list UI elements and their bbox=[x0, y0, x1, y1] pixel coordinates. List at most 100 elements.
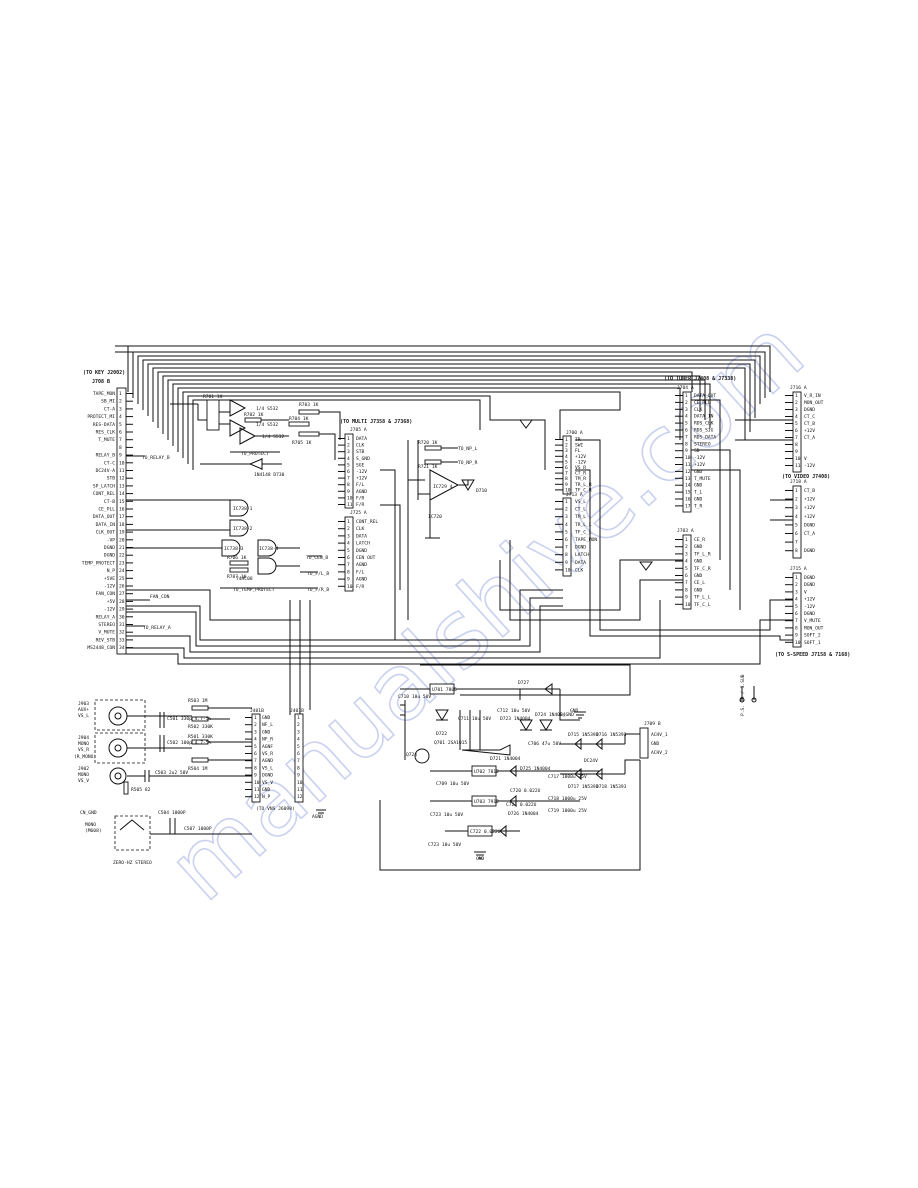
j700-pin-label: TR_L_R bbox=[575, 482, 592, 488]
j708-title: J708 B bbox=[92, 379, 110, 385]
svg-text:1/4 S532: 1/4 S532 bbox=[256, 422, 278, 428]
j704-pin-number: 16 bbox=[685, 497, 691, 503]
j704-pin-number: 3 bbox=[685, 407, 688, 413]
ac-pin-label: ACHV_2 bbox=[651, 750, 668, 756]
j700-pin-number: 1 bbox=[565, 437, 568, 443]
svg-text:IC738-1: IC738-1 bbox=[233, 506, 253, 512]
j718-pin-label: +12V bbox=[804, 505, 815, 511]
svg-text:D725 1N4004: D725 1N4004 bbox=[520, 766, 551, 772]
j716-pin-label: +12V bbox=[804, 428, 815, 434]
svg-text:R505 82: R505 82 bbox=[131, 787, 151, 793]
svg-text:D721 1N4004: D721 1N4004 bbox=[490, 756, 521, 762]
j401-pin-label: AGNF bbox=[262, 744, 273, 750]
j704-pin-number: 14 bbox=[685, 483, 691, 489]
j725-pin-number: 5 bbox=[347, 548, 350, 554]
j716-pin-label: -12V bbox=[804, 463, 815, 469]
j705-pin-number: 4 bbox=[347, 456, 350, 462]
j401-pin-label: GND bbox=[262, 729, 271, 735]
j708-pin-number: 32 bbox=[119, 630, 125, 636]
j713-pin-number: 9 bbox=[565, 560, 568, 566]
j725-pin-number: 4 bbox=[347, 541, 350, 547]
ic738-gates: IC738-1 IC738-2 IC738-3 IC738-4 74HC08 R… bbox=[126, 499, 329, 631]
j401b-pin-number: 7 bbox=[297, 758, 300, 764]
j705-pin-label: STB bbox=[356, 449, 365, 455]
j716-pin-number: 2 bbox=[795, 400, 798, 406]
j700-pin-number: 3 bbox=[565, 448, 568, 454]
svg-text:D710: D710 bbox=[476, 488, 487, 494]
j713-pin-label: TM_L bbox=[575, 514, 586, 520]
svg-text:R721 1K: R721 1K bbox=[418, 464, 438, 470]
svg-text:J902: J902 bbox=[78, 766, 89, 772]
j713-pin-label: TR_L_L bbox=[575, 522, 592, 528]
j708-pin-number: 8 bbox=[119, 445, 122, 451]
svg-text:R501 330K: R501 330K bbox=[188, 734, 213, 740]
j716-pin-label: CT_A bbox=[804, 435, 815, 441]
j715-pin-number: 3 bbox=[795, 589, 798, 595]
j401b-pin-number: 1 bbox=[297, 715, 300, 721]
j713-pin-number: 1 bbox=[565, 499, 568, 505]
j718-pin-number: 1 bbox=[795, 488, 798, 494]
j708-pin-number: 6 bbox=[119, 430, 122, 436]
j708-pin-number: 22 bbox=[119, 553, 125, 559]
j401-pin-number: 12 bbox=[254, 794, 260, 800]
j401b-pin-number: 3 bbox=[297, 729, 300, 735]
j401-pin-label: N_P bbox=[262, 794, 271, 800]
j401b-pin-number: 4 bbox=[297, 737, 300, 743]
j705-pin-number: 8 bbox=[347, 482, 350, 488]
svg-text:C709 10u 50V: C709 10u 50V bbox=[436, 781, 469, 787]
j704-pin-number: 13 bbox=[685, 476, 691, 482]
j700-pin-number: 10 bbox=[565, 487, 571, 493]
j705-pin-number: 9 bbox=[347, 489, 350, 495]
svg-text:C717 1000u 35V: C717 1000u 35V bbox=[548, 774, 587, 780]
j704-pin-number: 9 bbox=[685, 448, 688, 454]
j705-pin-label: S_GND bbox=[356, 456, 370, 462]
j725-pin-label: F/L bbox=[356, 569, 365, 575]
svg-text:J903: J903 bbox=[78, 701, 89, 707]
j708-pin-label: DGND bbox=[104, 545, 115, 551]
j725-pin-label: DGND bbox=[356, 548, 367, 554]
header-to-key: (TO KEY J2002) bbox=[83, 370, 125, 376]
j713-pin-number: 10 bbox=[565, 567, 571, 573]
wire-bundle-top bbox=[115, 345, 771, 470]
j703-pin-number: 6 bbox=[685, 573, 688, 579]
j704-pin-number: 17 bbox=[685, 503, 691, 509]
header-to-sspeed: (TO S-SPEED J7158 & 7168) bbox=[775, 652, 850, 658]
j703-pin-number: 9 bbox=[685, 595, 688, 601]
j401-pin-number: 3 bbox=[254, 729, 257, 735]
j718-pin-number: 6 bbox=[795, 531, 798, 537]
j703-pin-number: 4 bbox=[685, 559, 688, 565]
j704-pin-label: T_R bbox=[694, 503, 703, 509]
j401-pin-number: 2 bbox=[254, 722, 257, 728]
j708-pin-label: RELAY_A bbox=[96, 614, 116, 620]
j725-pin-label: AGND bbox=[356, 562, 367, 568]
j715-pin-label: SOFT_2 bbox=[804, 633, 821, 639]
j700-pin-label: FL bbox=[575, 448, 581, 454]
svg-text:J725 A: J725 A bbox=[350, 510, 367, 516]
j700-pin-label: SWI bbox=[575, 443, 584, 449]
j715-pin-number: 9 bbox=[795, 633, 798, 639]
j715-pin-number: 6 bbox=[795, 611, 798, 617]
j705-pin-label: +12V bbox=[356, 476, 367, 482]
j718-pin-number: 8 bbox=[795, 548, 798, 554]
j401-pin-label: VS_V bbox=[262, 780, 273, 786]
j725-pin-number: 3 bbox=[347, 533, 350, 539]
j401-pin-label: NF_L bbox=[262, 722, 273, 728]
j401-pin-number: 11 bbox=[254, 787, 260, 793]
j401b-pin-number: 12 bbox=[297, 794, 303, 800]
j401b-pin-number: 5 bbox=[297, 744, 300, 750]
j718-pin-label: DGND bbox=[804, 548, 815, 554]
j705-pin-number: 11 bbox=[347, 502, 353, 508]
svg-text:J713 A: J713 A bbox=[566, 492, 583, 498]
j725-pin-label: CONT_REL bbox=[356, 519, 378, 525]
j725-pin-number: 7 bbox=[347, 562, 350, 568]
j708-pin-label: SP_LATCH bbox=[93, 483, 115, 489]
j708-pin-label: SB_MI bbox=[101, 399, 115, 405]
svg-text:CN_GND: CN_GND bbox=[80, 810, 97, 816]
ac-pin-label: GND bbox=[651, 741, 660, 747]
svg-text:MONO: MONO bbox=[78, 741, 89, 747]
svg-text:C718 1000u 25V: C718 1000u 25V bbox=[548, 796, 587, 802]
j704-pin-label: DATA_IN bbox=[694, 414, 714, 420]
j708-pin-label: DATA_OUT bbox=[93, 514, 115, 520]
j708-pin-number: 2 bbox=[119, 399, 122, 405]
